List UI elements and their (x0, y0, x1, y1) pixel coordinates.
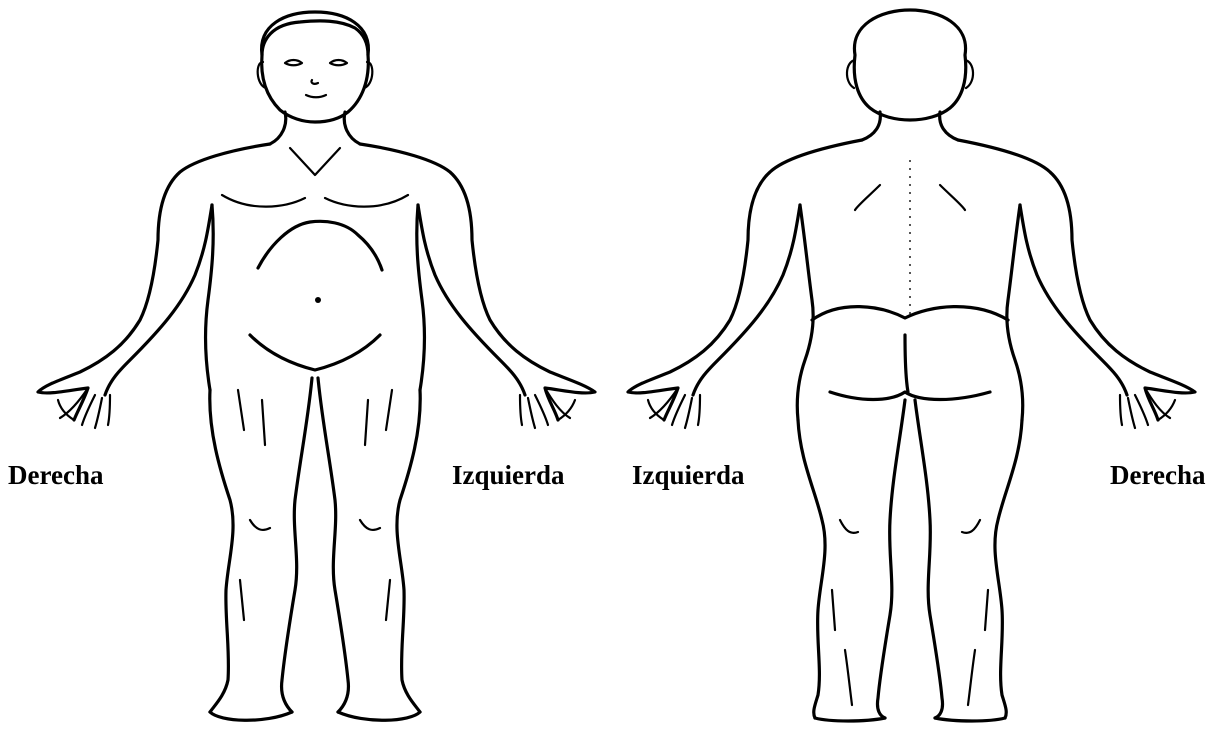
front-eye-left (330, 60, 347, 65)
front-foot-left (338, 712, 420, 720)
front-mouth (306, 95, 326, 97)
back-inner-arm-right (1020, 205, 1127, 395)
back-waist-right (1007, 205, 1023, 420)
back-body-figure (628, 10, 1195, 721)
back-torso-outline-right (958, 140, 1195, 420)
back-neck-right (940, 112, 958, 140)
back-muscle-marks (832, 520, 988, 705)
front-right-side-label: Derecha (8, 462, 103, 489)
front-leg-inner-right (282, 378, 312, 712)
front-neck-right (270, 112, 286, 144)
back-waist-left (797, 205, 813, 420)
front-nose (311, 80, 318, 84)
front-clavicle (290, 148, 340, 175)
back-gluteal-fold (830, 392, 990, 400)
front-leg-outer-right (210, 390, 233, 712)
back-foot-left (815, 718, 885, 721)
back-scapula-right (940, 185, 965, 210)
back-leg-outer-left (798, 420, 825, 718)
front-neck-left (344, 112, 360, 144)
front-torso-outline-left (360, 144, 595, 420)
back-foot-right (935, 718, 1005, 721)
back-leg-inner-left (877, 400, 905, 718)
back-leg-outer-right (995, 420, 1022, 718)
front-foot-right (210, 712, 292, 720)
front-eye-right (285, 60, 302, 65)
front-pectoral-line (222, 195, 408, 207)
front-hand-left (520, 388, 575, 428)
back-right-side-label: Derecha (1110, 462, 1205, 489)
front-left-side-label: Izquierda (452, 462, 565, 489)
back-torso-outline-left (628, 140, 862, 420)
front-muscle-marks (238, 390, 392, 620)
back-neck-left (862, 112, 880, 140)
front-leg-inner-left (318, 378, 348, 712)
front-hand-right (58, 388, 110, 428)
back-leg-inner-right (915, 400, 943, 718)
back-scapula-left (855, 185, 880, 210)
back-head-outline (854, 10, 966, 120)
front-leg-outer-left (397, 390, 420, 712)
front-torso-outline-right (38, 144, 270, 420)
front-body-figure (38, 12, 595, 720)
front-hairline (262, 21, 368, 55)
back-inner-arm-left (693, 205, 800, 395)
back-left-side-label: Izquierda (632, 462, 745, 489)
back-gluteal-cleft (905, 335, 908, 392)
front-navel (315, 297, 321, 303)
front-pelvis (250, 335, 380, 370)
front-ribcage (258, 221, 382, 270)
